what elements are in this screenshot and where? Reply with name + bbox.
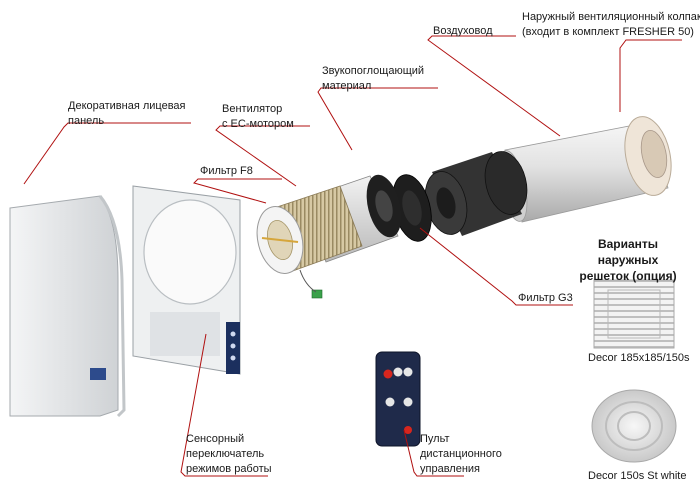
round-grille-image bbox=[591, 389, 677, 463]
label-decor-panel: Декоративная лицевая панель bbox=[68, 100, 186, 127]
label-filter-f8: Фильтр F8 bbox=[200, 165, 253, 177]
leader-decor-panel bbox=[23, 122, 191, 185]
label-outer-hood: Наружный вентиляционный колпак (входит в… bbox=[522, 11, 700, 38]
outer-vent-hood bbox=[624, 116, 672, 196]
label-duct: Воздуховод bbox=[433, 25, 493, 37]
grille-caption-square: Decor 185x185/150s bbox=[588, 352, 690, 364]
sound-absorbing-foam bbox=[424, 151, 528, 236]
leader-outer-hood bbox=[619, 39, 682, 112]
leader-fan bbox=[215, 125, 310, 187]
leader-sound-material bbox=[317, 87, 438, 151]
grille-caption-round: Decor 150s St white bbox=[588, 470, 687, 482]
label-sound-material: Звукопоглощающий материал bbox=[322, 65, 425, 92]
inner-housing bbox=[132, 185, 241, 375]
leader-filter-g3 bbox=[419, 227, 573, 306]
label-sensor-switch: Сенсорный переключатель режимов работы bbox=[186, 433, 272, 475]
remote-control bbox=[375, 351, 421, 447]
leader-remote bbox=[403, 429, 464, 477]
grilles-heading: Варианты наружных решеток (опция) bbox=[579, 237, 677, 283]
label-fan: Вентилятор с ЕС-мотором bbox=[222, 103, 294, 130]
square-grille-image bbox=[593, 279, 675, 349]
leader-duct bbox=[427, 35, 561, 137]
leader-filter-f8 bbox=[193, 178, 282, 204]
label-filter-g3: Фильтр G3 bbox=[518, 292, 573, 304]
leader-lines bbox=[23, 35, 682, 477]
decorative-front-panel bbox=[9, 195, 126, 418]
filter-f8 bbox=[256, 185, 363, 299]
label-remote: Пульт дистанционного управления bbox=[420, 433, 502, 475]
leader-sensor-switch bbox=[180, 333, 268, 477]
